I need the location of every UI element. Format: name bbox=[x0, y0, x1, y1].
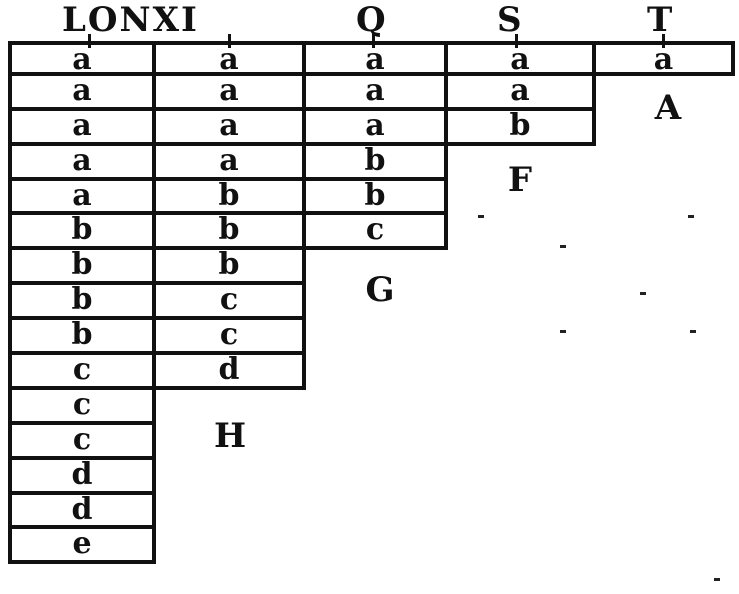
print-speck bbox=[560, 245, 566, 248]
table-cell: b bbox=[156, 181, 302, 216]
caption-g: G bbox=[365, 270, 395, 310]
print-speck bbox=[714, 578, 720, 581]
table-cell: c bbox=[156, 285, 302, 321]
table-cell: a bbox=[12, 41, 152, 76]
table-cell: c bbox=[306, 215, 444, 251]
print-speck bbox=[640, 292, 646, 295]
caption-f: F bbox=[507, 160, 533, 200]
table-cell: a bbox=[448, 76, 592, 111]
table-cell: b bbox=[12, 320, 152, 356]
table-cell: a bbox=[156, 76, 302, 111]
table-cell: d bbox=[156, 355, 302, 390]
header-s: S bbox=[497, 0, 524, 40]
table-cell: b bbox=[306, 146, 444, 181]
table-cell: b bbox=[306, 181, 444, 216]
table-cell: c bbox=[12, 390, 152, 425]
table-cell: a bbox=[306, 111, 444, 146]
table-cell: a bbox=[12, 146, 152, 181]
table-cell: b bbox=[12, 215, 152, 251]
print-speck bbox=[688, 215, 694, 218]
table-cell: c bbox=[156, 320, 302, 356]
header-t: T bbox=[647, 0, 675, 40]
table-cell: a bbox=[156, 146, 302, 181]
table-cell: b bbox=[448, 111, 592, 146]
print-speck bbox=[560, 330, 566, 333]
caption-h: H bbox=[213, 416, 247, 456]
header-q: Q bbox=[356, 0, 388, 40]
table-cell: a bbox=[306, 76, 444, 111]
table-cell: b bbox=[156, 215, 302, 251]
table-cell: b bbox=[156, 250, 302, 286]
table-cell: c bbox=[12, 355, 152, 390]
column-t: a bbox=[592, 41, 735, 76]
table-cell: a bbox=[12, 181, 152, 216]
table-cell: a bbox=[448, 41, 592, 76]
table-cell: c bbox=[12, 425, 152, 460]
header-lonxi: LONXI bbox=[62, 0, 199, 40]
caption-a: A bbox=[654, 88, 682, 128]
table-cell: a bbox=[12, 76, 152, 111]
table-cell: a bbox=[306, 41, 444, 76]
table-cell: b bbox=[12, 285, 152, 321]
table-cell: b bbox=[12, 250, 152, 286]
table-cell: a bbox=[596, 41, 731, 76]
table-cell: a bbox=[156, 41, 302, 76]
table-cell: a bbox=[12, 111, 152, 146]
print-speck bbox=[690, 330, 696, 333]
print-speck bbox=[478, 215, 484, 218]
table-cell: d bbox=[12, 460, 152, 495]
table-cell: a bbox=[156, 111, 302, 146]
table-cell: e bbox=[12, 529, 152, 565]
table-cell: d bbox=[12, 495, 152, 530]
